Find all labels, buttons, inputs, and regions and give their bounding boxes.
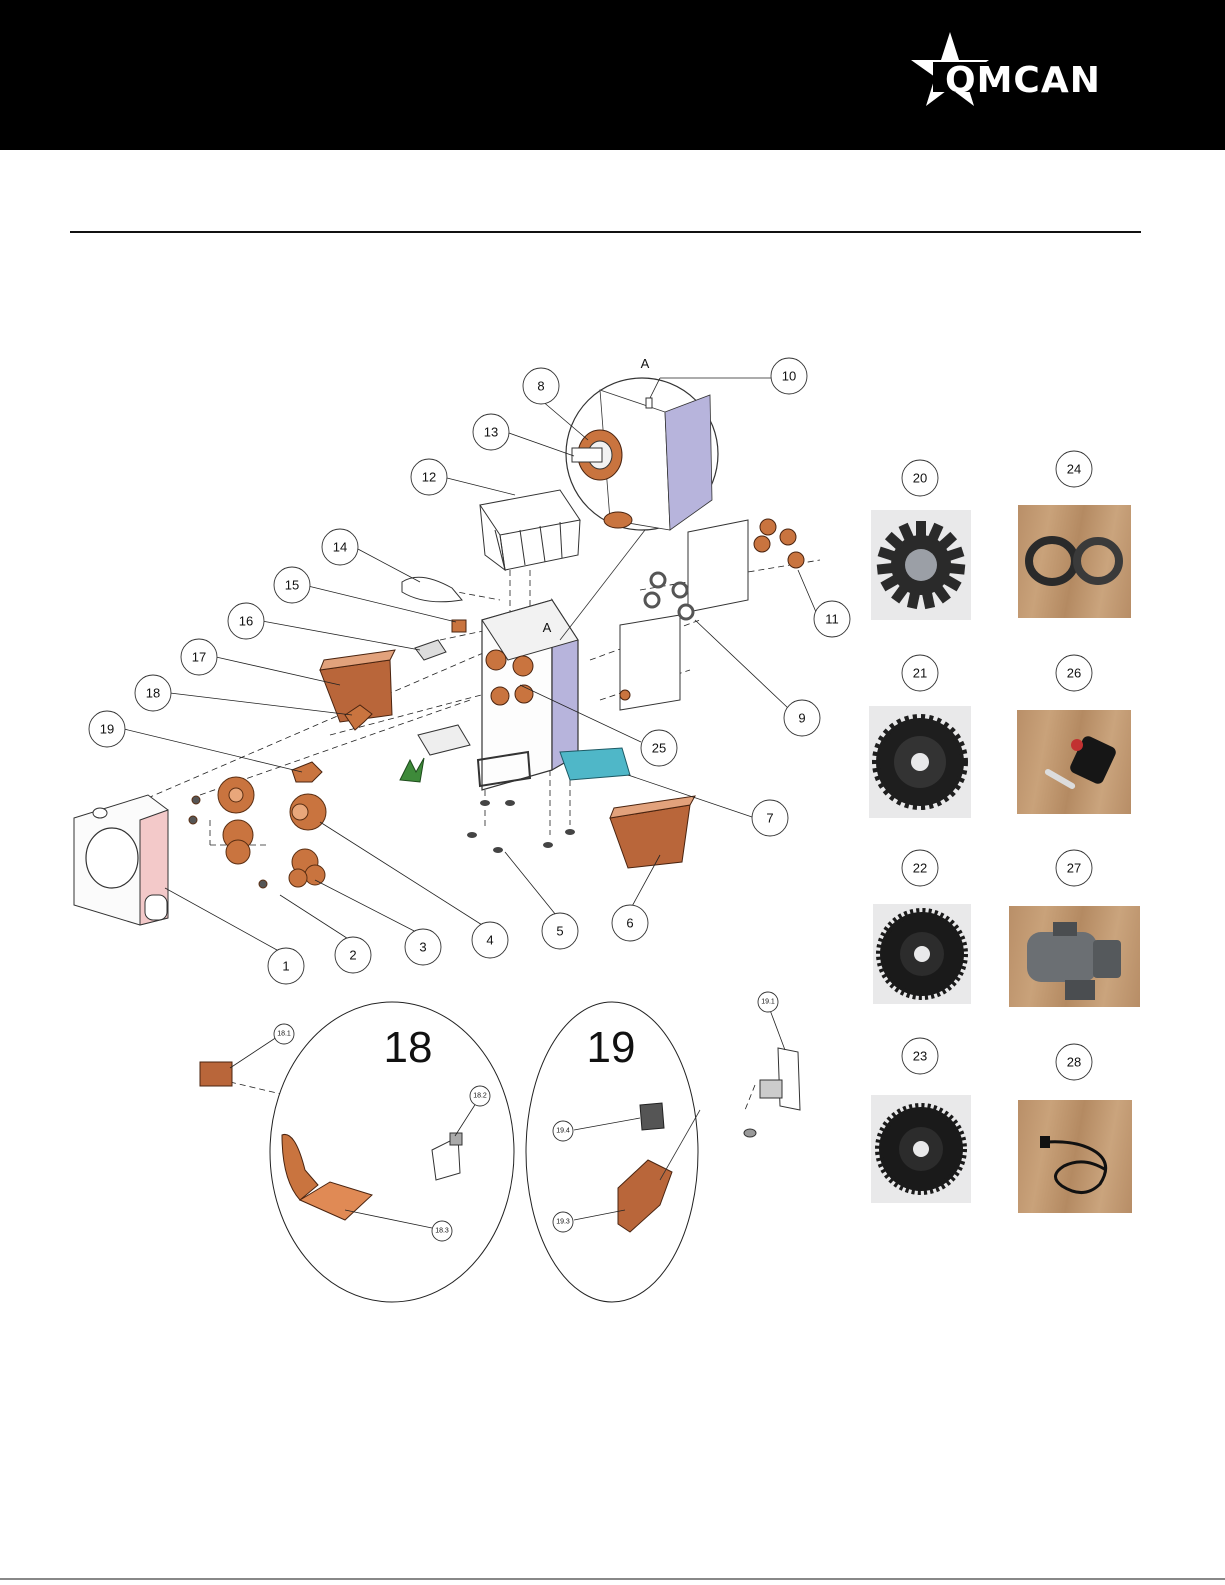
callout-23: 23	[913, 1049, 927, 1064]
footer-rule	[0, 1578, 1225, 1580]
spur-gear-icon	[871, 1095, 971, 1203]
callout-16: 16	[239, 614, 253, 629]
callout-14: 14	[333, 540, 347, 555]
callout-7: 7	[766, 811, 773, 826]
callout-22: 22	[913, 861, 927, 876]
detail-18	[200, 1002, 514, 1302]
part-14	[402, 577, 462, 602]
callout-10: 10	[782, 369, 796, 384]
callout-5: 5	[556, 924, 563, 939]
part-bracket-19	[292, 762, 322, 782]
photo-part-21	[869, 706, 971, 818]
detail-title-18: 18	[384, 1023, 433, 1072]
callout-26: 26	[1067, 666, 1081, 681]
callout-19-4: 19.4	[556, 1128, 570, 1135]
photo-part-23	[871, 1095, 971, 1203]
part-rollers	[189, 777, 326, 888]
callout-2: 2	[349, 948, 356, 963]
photo-part-22	[873, 904, 971, 1004]
spur-gear-icon	[873, 904, 971, 1004]
part-back-plates	[620, 519, 804, 710]
photo-part-27	[1009, 906, 1140, 1007]
bushing-rings-icon	[1018, 505, 1131, 618]
callout-24: 24	[1067, 462, 1081, 477]
callout-15: 15	[285, 578, 299, 593]
power-cord-icon	[1018, 1100, 1132, 1213]
callout-8: 8	[537, 379, 544, 394]
callout-3: 3	[419, 940, 426, 955]
callout-19-1: 19.1	[761, 999, 775, 1006]
part-clip	[400, 758, 424, 782]
callout-28: 28	[1067, 1055, 1081, 1070]
callout-19-3: 19.3	[556, 1219, 570, 1226]
part-basket	[480, 490, 580, 570]
photo-part-28	[1018, 1100, 1132, 1213]
callout-18: 18	[146, 686, 160, 701]
sprocket-icon	[871, 510, 971, 620]
detail-19	[526, 1002, 800, 1302]
detail-title-19: 19	[587, 1023, 636, 1072]
callout-1: 1	[282, 959, 289, 974]
view-label-a-frame: A	[543, 620, 552, 635]
callout-11: 11	[825, 612, 839, 627]
callout-18-3: 18.3	[435, 1228, 449, 1235]
callout-19: 19	[100, 722, 114, 737]
callout-9: 9	[798, 711, 805, 726]
photo-part-26	[1017, 710, 1131, 814]
part-plate	[418, 725, 470, 755]
bevel-gear-icon	[869, 706, 971, 818]
callout-4: 4	[486, 933, 493, 948]
part-feet	[467, 800, 575, 853]
callout-18-1: 18.1	[277, 1031, 291, 1038]
part-tray	[560, 748, 630, 780]
part-housing	[74, 795, 168, 925]
callout-27: 27	[1067, 861, 1081, 876]
callout-17: 17	[192, 650, 206, 665]
view-label-a-top: A	[641, 356, 650, 371]
fuse-holder-icon	[1017, 710, 1131, 814]
photo-part-20	[871, 510, 971, 620]
callout-20: 20	[913, 471, 927, 486]
callout-18-2: 18.2	[473, 1093, 487, 1100]
photo-part-24	[1018, 505, 1131, 618]
motor-icon	[1009, 906, 1140, 1007]
callout-6: 6	[626, 916, 633, 931]
part-hopper-right	[610, 796, 695, 868]
callout-13: 13	[484, 425, 498, 440]
callout-12: 12	[422, 470, 436, 485]
callout-21: 21	[913, 666, 927, 681]
callout-25: 25	[652, 741, 666, 756]
